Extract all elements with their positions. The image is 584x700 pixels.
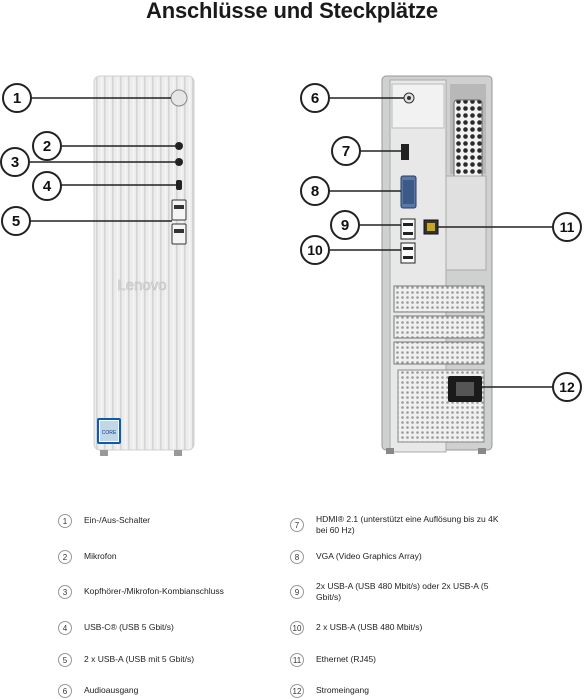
callout-1: 1 [2,83,32,113]
callout-3: 3 [0,147,30,177]
callout-6: 6 [300,83,330,113]
rear-usb-a-upper [400,218,416,240]
callout-8: 8 [300,176,330,206]
callout-4: 4 [32,171,62,201]
callout-5: 5 [1,206,31,236]
front-tower: Lenovo CORE [93,75,195,456]
callout-11: 11 [552,212,582,242]
rear-usb-a-lower [400,242,416,264]
callout-12: 12 [552,372,582,402]
usb-a-port-1 [171,199,187,221]
svg-text:CORE: CORE [102,430,117,436]
expansion-slots [393,285,485,365]
usb-a-port-2 [171,223,187,245]
microphone-jack [175,142,183,150]
hdmi-port [401,144,409,160]
usb-c-port [176,180,182,190]
headphone-jack [175,158,183,166]
ports-diagram: Lenovo CORE [29,75,553,456]
power-button [170,89,188,107]
rear-tower [381,75,493,454]
lenovo-logo: Lenovo [117,277,166,294]
callout-2: 2 [32,131,62,161]
intel-core-badge: CORE [97,418,121,444]
callout-7: 7 [331,136,361,166]
callout-9: 9 [330,210,360,240]
page-title: Anschlüsse und Steckplätze [146,0,438,23]
callout-10: 10 [300,235,330,265]
